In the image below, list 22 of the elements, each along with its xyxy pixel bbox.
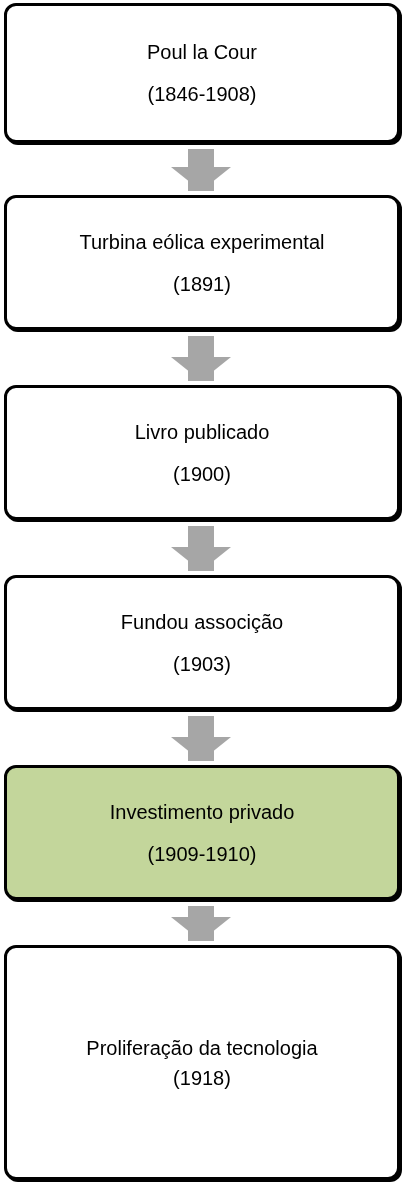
step-title: Fundou associção <box>120 609 284 634</box>
step-box <box>4 3 400 143</box>
highlighted-step-box <box>4 765 400 900</box>
block-arrow <box>171 526 231 571</box>
step-box <box>4 195 400 330</box>
step-box <box>4 575 400 710</box>
step-title: Proliferação da tecnologia <box>86 1035 318 1060</box>
block-arrow <box>171 149 231 191</box>
step-year: (1918) <box>173 1065 231 1090</box>
block-arrow <box>171 716 231 761</box>
step-year: (1903) <box>173 651 231 676</box>
step-title: Investimento privado <box>109 799 295 824</box>
step-title: Poul la Cour <box>146 40 258 64</box>
step-year: (1900) <box>173 461 231 486</box>
step-year: (1891) <box>173 271 231 296</box>
step-title: Livro publicado <box>134 419 270 444</box>
step-box <box>4 385 400 520</box>
step-year: (1846-1908) <box>147 82 257 106</box>
step-box <box>4 945 400 1180</box>
block-arrow <box>171 336 231 381</box>
step-year: (1909-1910) <box>147 841 257 866</box>
step-title: Turbina eólica experimental <box>79 229 325 254</box>
